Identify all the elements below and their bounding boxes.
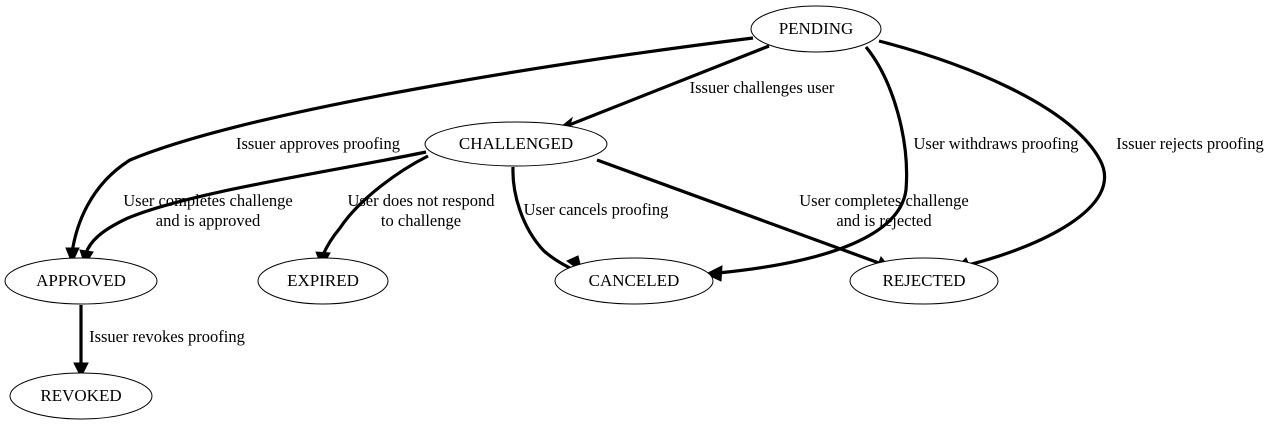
edge-approved-revoked xyxy=(73,305,89,379)
nodes-layer: PENDING CHALLENGED APPROVED EXPIRED CANCELED… xyxy=(4,5,999,420)
arrowhead-icon xyxy=(73,362,89,379)
node-revoked[interactable]: REVOKED xyxy=(9,372,153,420)
node-label-pending: PENDING xyxy=(779,19,854,38)
node-label-challenged: CHALLENGED xyxy=(459,134,573,153)
node-label-rejected: REJECTED xyxy=(882,271,965,290)
node-shape-expired xyxy=(257,257,389,305)
edge-label-pending-rejected: Issuer rejects proofing xyxy=(1116,134,1264,153)
edge-pending-canceled xyxy=(704,45,909,282)
edge-label-pending-approved: Issuer approves proofing xyxy=(236,134,400,153)
edge-pending-rejected xyxy=(878,39,1107,273)
node-shape-revoked xyxy=(9,372,153,420)
edge-label-challenged-expired: User does not respond xyxy=(347,191,495,210)
edge-line-challenged-approved xyxy=(84,150,427,254)
node-rejected[interactable]: REJECTED xyxy=(849,257,999,305)
node-shape-challenged xyxy=(424,121,608,167)
edge-line-pending-rejected xyxy=(878,39,1107,267)
edge-label-approved-revoked: Issuer revokes proofing xyxy=(89,327,245,346)
node-shape-pending xyxy=(750,5,882,53)
edge-challenged-canceled xyxy=(511,166,583,274)
edge-line-pending-approved xyxy=(70,36,754,254)
node-shape-approved xyxy=(4,257,158,305)
node-label-approved: APPROVED xyxy=(36,271,126,290)
node-shape-canceled xyxy=(554,257,714,305)
edge-line-challenged-canceled xyxy=(511,166,571,270)
edge-pending-approved xyxy=(65,36,754,265)
edge-label-challenged-approved: User completes challenge xyxy=(123,191,293,210)
node-expired[interactable]: EXPIRED xyxy=(257,257,389,305)
arrowhead-icon xyxy=(704,265,723,282)
node-shape-rejected xyxy=(849,257,999,305)
node-label-expired: EXPIRED xyxy=(287,271,359,290)
edge-line-pending-canceled xyxy=(717,45,909,275)
node-pending[interactable]: PENDING xyxy=(750,5,882,53)
edge-label-pending-challenged: Issuer challenges user xyxy=(690,78,835,97)
node-label-revoked: REVOKED xyxy=(40,386,121,405)
edge-line-challenged-rejected xyxy=(596,158,880,265)
edge-label-challenged-approved-line2: and is approved xyxy=(156,211,261,230)
arrowhead-icon xyxy=(65,247,80,265)
node-label-canceled: CANCELED xyxy=(589,271,680,290)
node-canceled[interactable]: CANCELED xyxy=(554,257,714,305)
edge-label-challenged-expired-line2: to challenge xyxy=(381,211,461,230)
edge-label-challenged-rejected-line2: and is rejected xyxy=(836,211,932,230)
node-approved[interactable]: APPROVED xyxy=(4,257,158,305)
edge-label-challenged-canceled: User cancels proofing xyxy=(524,200,669,219)
edge-label-challenged-rejected: User completes challenge xyxy=(799,191,969,210)
edge-label-pending-canceled: User withdraws proofing xyxy=(914,134,1079,153)
edge-line-challenged-expired xyxy=(321,154,429,256)
node-challenged[interactable]: CHALLENGED xyxy=(424,121,608,167)
edge-line-pending-challenged xyxy=(563,44,770,129)
